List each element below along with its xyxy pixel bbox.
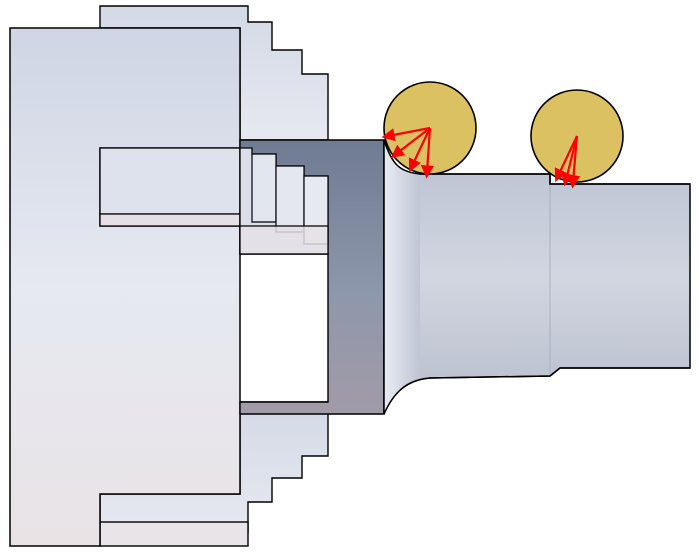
turned-workpiece: [383, 139, 691, 415]
force-arrow: [381, 126, 431, 142]
force-arrow: [390, 127, 431, 159]
force-arrow: [561, 135, 579, 187]
force-arrow: [566, 135, 581, 189]
force-arrow: [420, 127, 435, 179]
chuck-body: [9, 27, 241, 547]
force-arrow: [554, 135, 578, 182]
roller-2-force-arrows: [554, 135, 581, 189]
chuck-inner-steps: [239, 139, 385, 415]
force-arrow: [408, 127, 431, 172]
roller-1-force-arrows: [381, 126, 435, 179]
lower-chuck-jaw: [99, 401, 329, 547]
